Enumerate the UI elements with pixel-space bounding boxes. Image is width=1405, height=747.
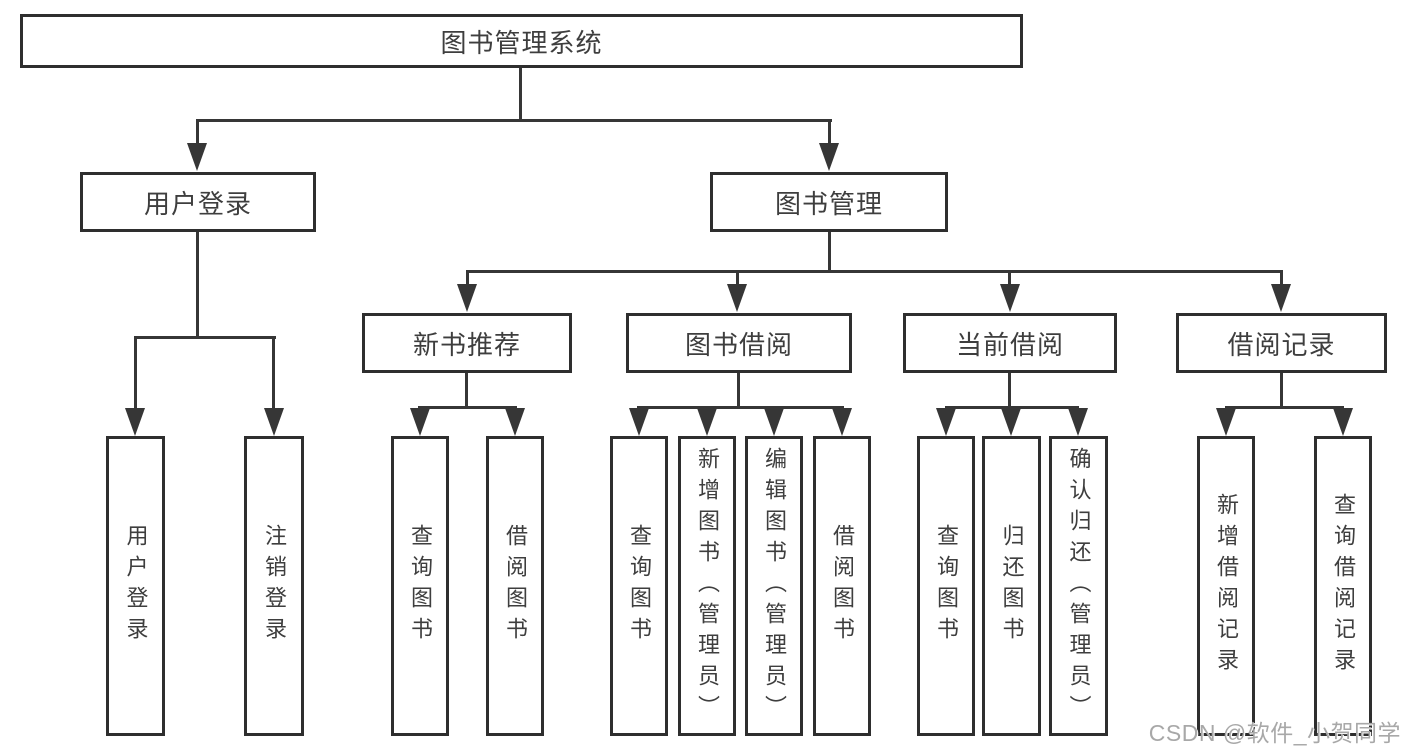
leaf-borrow-add: 新增图书（管理员） [678, 436, 736, 736]
leaf-newbooks-query: 查询图书 [391, 436, 449, 736]
arrow-down-icon [187, 143, 207, 171]
connector-currentborrow-hline [945, 406, 1079, 409]
connector-root-stub-left [196, 119, 199, 151]
node-borrow-records: 借阅记录 [1176, 313, 1387, 373]
leaf-current-return: 归还图书 [982, 436, 1041, 736]
csdn-watermark: CSDN @软件_小贺同学 [1148, 720, 1401, 746]
connector-bookborrow-vline [737, 373, 740, 409]
arrow-down-icon [410, 408, 430, 436]
leaf-logout: 注销登录 [244, 436, 304, 736]
arrow-down-icon [1001, 408, 1021, 436]
node-new-books: 新书推荐 [362, 313, 572, 373]
connector-borrowrecords-vline [1280, 373, 1283, 409]
leaf-newbooks-borrow-label: 借阅图书 [503, 524, 528, 648]
connector-bookmgmt-vline [828, 232, 831, 273]
node-root: 图书管理系统 [20, 14, 1023, 68]
connector-borrowrecords-hline [1225, 406, 1344, 409]
connector-currentborrow-vline [1008, 373, 1011, 409]
arrow-down-icon [629, 408, 649, 436]
leaf-borrow-edit: 编辑图书（管理员） [745, 436, 803, 736]
arrow-down-icon [697, 408, 717, 436]
connector-userlogin-hline [134, 336, 276, 339]
leaf-newbooks-borrow: 借阅图书 [486, 436, 544, 736]
connector-bookmgmt-hline [466, 270, 1282, 273]
leaf-logout-label: 注销登录 [262, 524, 287, 648]
node-borrow-records-label: 借阅记录 [1227, 329, 1336, 360]
connector-userlogin-stub-right [272, 336, 275, 410]
arrow-down-icon [832, 408, 852, 436]
leaf-borrow-query-label: 查询图书 [627, 524, 652, 648]
arrow-down-icon [1000, 284, 1020, 312]
connector-bookmgmt-stub-4 [1280, 270, 1283, 288]
leaf-records-query-label: 查询借阅记录 [1331, 493, 1356, 679]
connector-userlogin-stub-left [134, 336, 137, 410]
node-book-mgmt-label: 图书管理 [774, 188, 883, 219]
leaf-current-query-label: 查询图书 [934, 524, 959, 648]
leaf-current-confirm-label: 确认归还（管理员） [1066, 446, 1092, 726]
leaf-current-query: 查询图书 [917, 436, 975, 736]
node-user-login-label: 用户登录 [143, 188, 252, 219]
arrow-down-icon [1333, 408, 1353, 436]
connector-root-stub-right [828, 119, 831, 151]
arrow-down-icon [764, 408, 784, 436]
arrow-down-icon [819, 143, 839, 171]
connector-bookmgmt-stub-2 [736, 270, 739, 288]
leaf-borrow-borrow-label: 借阅图书 [830, 524, 855, 648]
arrow-down-icon [1216, 408, 1236, 436]
connector-userlogin-vline [196, 232, 199, 339]
connector-root-hline [196, 119, 832, 122]
leaf-user-login: 用户登录 [106, 436, 165, 736]
connector-bookmgmt-stub-3 [1008, 270, 1011, 288]
leaf-borrow-edit-label: 编辑图书（管理员） [762, 446, 787, 726]
arrow-down-icon [264, 408, 284, 436]
node-new-books-label: 新书推荐 [412, 329, 521, 360]
leaf-borrow-add-label: 新增图书（管理员） [695, 446, 720, 726]
connector-bookmgmt-stub-1 [466, 270, 469, 288]
connector-newbooks-hline [418, 406, 517, 409]
arrow-down-icon [1068, 408, 1088, 436]
node-book-borrow: 图书借阅 [626, 313, 852, 373]
arrow-down-icon [125, 408, 145, 436]
arrow-down-icon [457, 284, 477, 312]
connector-root-vline [519, 68, 522, 120]
node-book-borrow-label: 图书借阅 [684, 329, 793, 360]
leaf-newbooks-query-label: 查询图书 [408, 524, 433, 648]
node-current-borrow: 当前借阅 [903, 313, 1117, 373]
connector-newbooks-vline [465, 373, 468, 409]
node-root-label: 图书管理系统 [440, 27, 603, 58]
arrow-down-icon [1271, 284, 1291, 312]
arrow-down-icon [505, 408, 525, 436]
leaf-current-return-label: 归还图书 [999, 524, 1025, 648]
leaf-records-add: 新增借阅记录 [1197, 436, 1255, 736]
node-book-mgmt: 图书管理 [710, 172, 948, 232]
node-current-borrow-label: 当前借阅 [955, 329, 1064, 360]
leaf-user-login-label: 用户登录 [123, 524, 149, 648]
leaf-borrow-borrow: 借阅图书 [813, 436, 871, 736]
leaf-records-add-label: 新增借阅记录 [1214, 493, 1239, 679]
leaf-records-query: 查询借阅记录 [1314, 436, 1372, 736]
leaf-current-confirm: 确认归还（管理员） [1049, 436, 1108, 736]
arrow-down-icon [936, 408, 956, 436]
arrow-down-icon [727, 284, 747, 312]
node-user-login: 用户登录 [80, 172, 316, 232]
leaf-borrow-query: 查询图书 [610, 436, 668, 736]
connector-bookborrow-hline [637, 406, 844, 409]
